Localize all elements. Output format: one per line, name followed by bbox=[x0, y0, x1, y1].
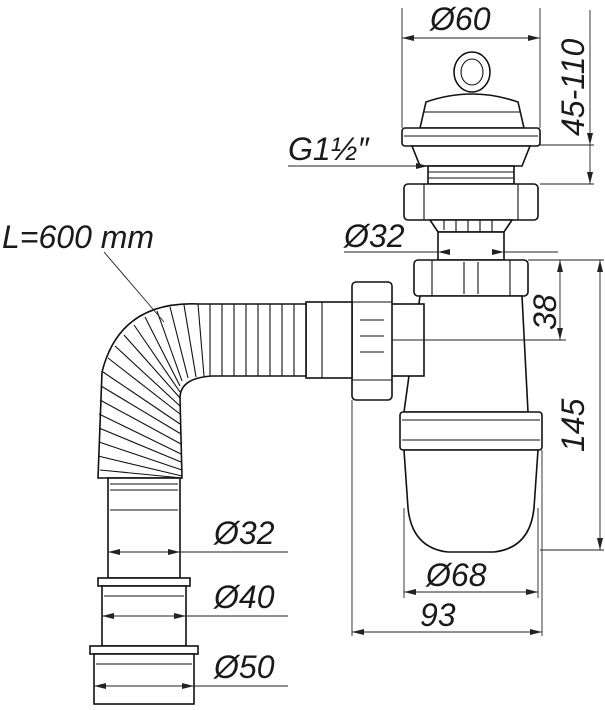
sink-strainer bbox=[401, 51, 541, 185]
label-outlet-d50: Ø50 bbox=[213, 649, 275, 685]
label-bottle-offset: 38 bbox=[527, 294, 563, 330]
side-nut bbox=[351, 281, 393, 401]
label-bottle-height: 145 bbox=[555, 398, 591, 452]
bottle-cup bbox=[403, 449, 539, 553]
label-bottle-diameter: Ø68 bbox=[425, 557, 487, 593]
bottle-body bbox=[399, 295, 543, 553]
label-total-width: 93 bbox=[420, 597, 456, 633]
plug-ring bbox=[453, 51, 491, 93]
strainer-flange bbox=[401, 127, 541, 147]
label-thread: G1½″ bbox=[288, 131, 370, 167]
label-height-range: 45-110 bbox=[555, 39, 591, 136]
side-outlet bbox=[305, 281, 425, 401]
label-outlet-d32: Ø32 bbox=[213, 515, 275, 551]
label-outlet-d40: Ø40 bbox=[213, 579, 275, 615]
corrugated-hose bbox=[97, 303, 307, 479]
dimension-lines bbox=[94, 8, 604, 689]
label-inlet-diameter: Ø32 bbox=[343, 218, 405, 254]
upper-nut bbox=[403, 183, 539, 233]
outlet-adapters bbox=[89, 477, 199, 705]
plug-cap bbox=[418, 93, 526, 129]
label-length: L=600 mm bbox=[2, 219, 154, 255]
inlet-tube bbox=[437, 231, 505, 261]
bottle-nut bbox=[413, 259, 529, 297]
label-top-diameter: Ø60 bbox=[429, 1, 491, 37]
